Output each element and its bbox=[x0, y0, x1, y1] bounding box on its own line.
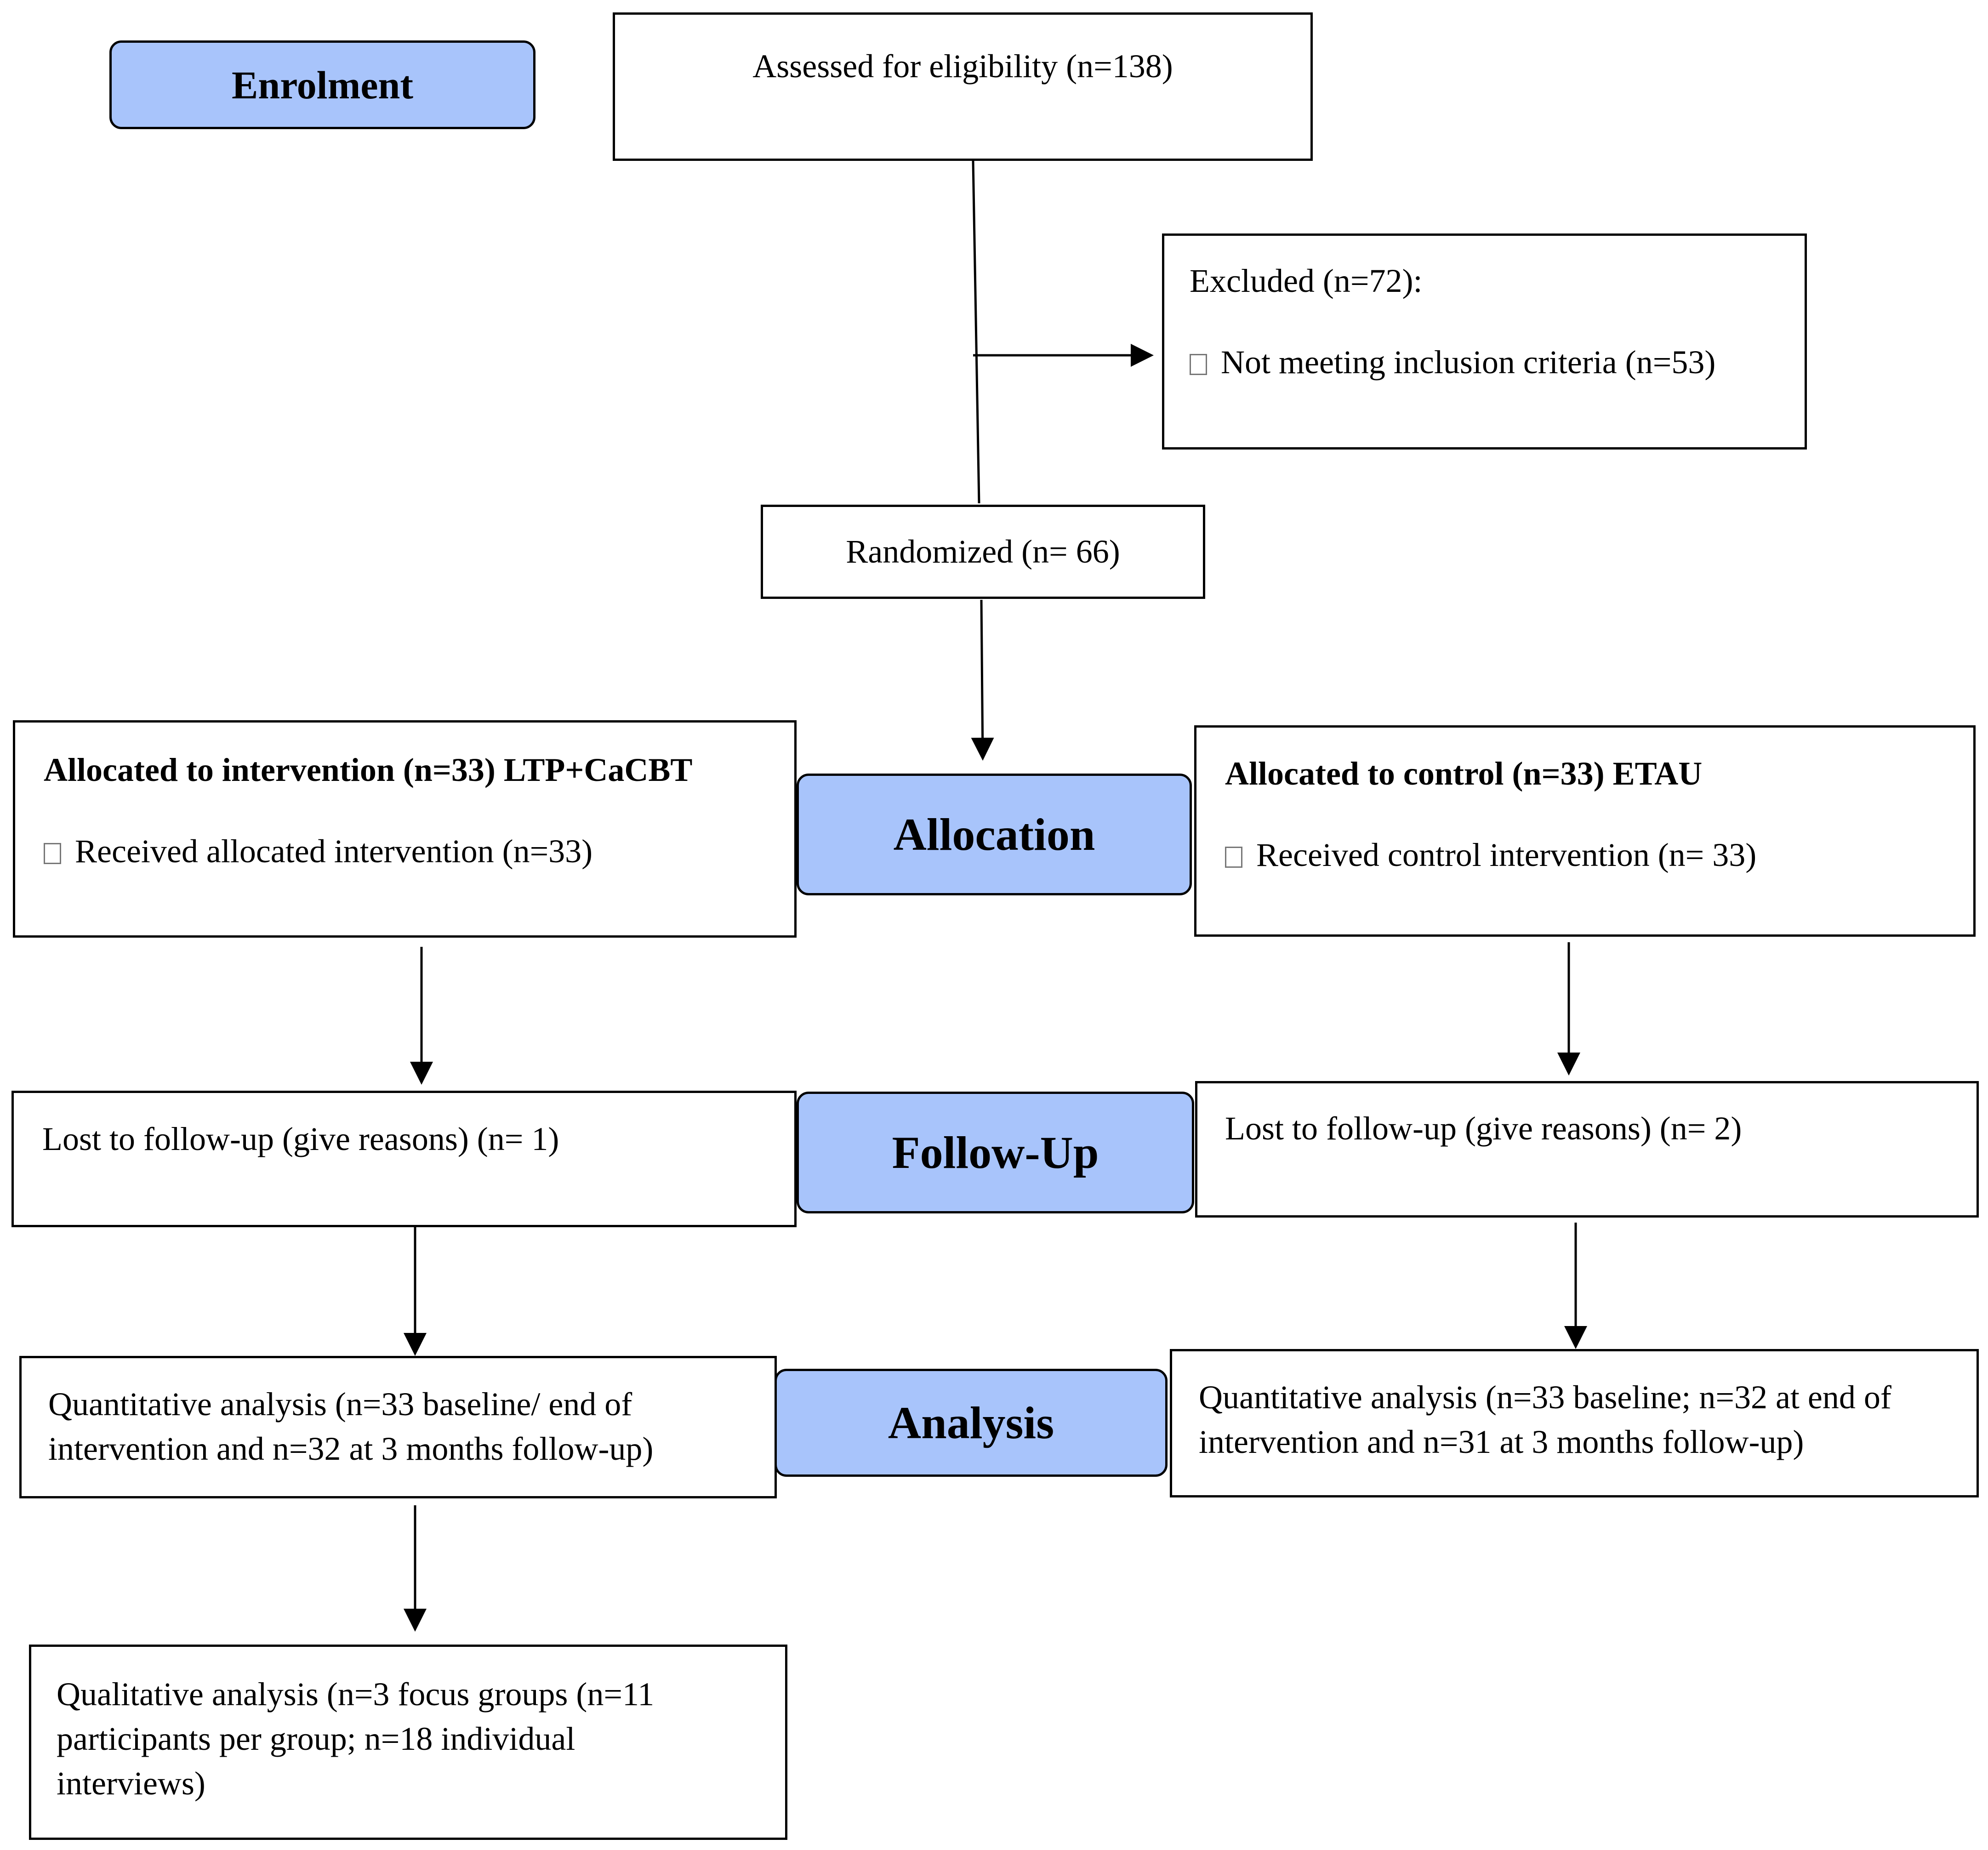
stage-allocation-label: Allocation bbox=[893, 809, 1095, 860]
quant-control-line-1: Quantitative analysis (n=33 baseline; n=… bbox=[1199, 1379, 1891, 1416]
intervention-item-label: Received allocated intervention (n=33) bbox=[75, 833, 593, 870]
bullet-square-icon bbox=[44, 843, 61, 865]
qualitative-box: Qualitative analysis (n=3 focus groups (… bbox=[29, 1645, 787, 1840]
stage-analysis: Analysis bbox=[775, 1369, 1168, 1477]
quant-control-line-2: intervention and n=31 at 3 months follow… bbox=[1199, 1423, 1804, 1461]
randomized-box: Randomized (n= 66) bbox=[761, 505, 1205, 599]
stage-analysis-label: Analysis bbox=[888, 1397, 1054, 1448]
lost-control-label: Lost to follow-up (give reasons) (n= 2) bbox=[1225, 1110, 1742, 1147]
intervention-title: Allocated to intervention (n=33) LTP+CaC… bbox=[44, 751, 693, 788]
excluded-box: Excluded (n=72): Not meeting inclusion c… bbox=[1162, 233, 1807, 450]
control-title: Allocated to control (n=33) ETAU bbox=[1225, 755, 1703, 792]
excluded-title: Excluded (n=72): bbox=[1190, 262, 1423, 299]
excluded-item: Not meeting inclusion criteria (n=53) bbox=[1190, 340, 1805, 385]
quant-intervention-line-2: intervention and n=32 at 3 months follow… bbox=[48, 1430, 654, 1468]
qualitative-line-3: interviews) bbox=[57, 1765, 205, 1802]
qualitative-line-1: Qualitative analysis (n=3 focus groups (… bbox=[57, 1676, 655, 1713]
quant-intervention-box: Quantitative analysis (n=33 baseline/ en… bbox=[19, 1356, 777, 1498]
lost-intervention-label: Lost to follow-up (give reasons) (n= 1) bbox=[42, 1121, 559, 1157]
stage-allocation: Allocation bbox=[797, 774, 1192, 895]
assessed-label: Assessed for eligibility (n=138) bbox=[752, 48, 1173, 85]
quant-control-box: Quantitative analysis (n=33 baseline; n=… bbox=[1170, 1349, 1979, 1497]
connector-assessed-randomized bbox=[972, 160, 980, 504]
intervention-box: Allocated to intervention (n=33) LTP+CaC… bbox=[13, 720, 797, 938]
stage-follow-up: Follow-Up bbox=[797, 1092, 1194, 1213]
lost-control-box: Lost to follow-up (give reasons) (n= 2) bbox=[1195, 1081, 1979, 1218]
bullet-square-icon bbox=[1190, 354, 1207, 376]
arrow-randomized-allocation bbox=[971, 599, 994, 761]
randomized-label: Randomized (n= 66) bbox=[846, 533, 1120, 570]
stage-enrolment-label: Enrolment bbox=[232, 63, 413, 107]
bullet-square-icon bbox=[1225, 847, 1242, 868]
control-item: Received control intervention (n= 33) bbox=[1225, 833, 1973, 877]
control-item-label: Received control intervention (n= 33) bbox=[1256, 837, 1757, 874]
excluded-item-label: Not meeting inclusion criteria (n=53) bbox=[1221, 344, 1716, 381]
lost-intervention-box: Lost to follow-up (give reasons) (n= 1) bbox=[11, 1091, 797, 1227]
stage-enrolment: Enrolment bbox=[109, 40, 535, 129]
qualitative-line-2: participants per group; n=18 individual bbox=[57, 1720, 575, 1758]
stage-follow-up-label: Follow-Up bbox=[892, 1127, 1099, 1178]
control-box: Allocated to control (n=33) ETAU Receive… bbox=[1194, 725, 1976, 937]
assessed-box: Assessed for eligibility (n=138) bbox=[613, 12, 1313, 161]
intervention-item: Received allocated intervention (n=33) bbox=[44, 829, 794, 874]
quant-intervention-line-1: Quantitative analysis (n=33 baseline/ en… bbox=[48, 1386, 632, 1423]
